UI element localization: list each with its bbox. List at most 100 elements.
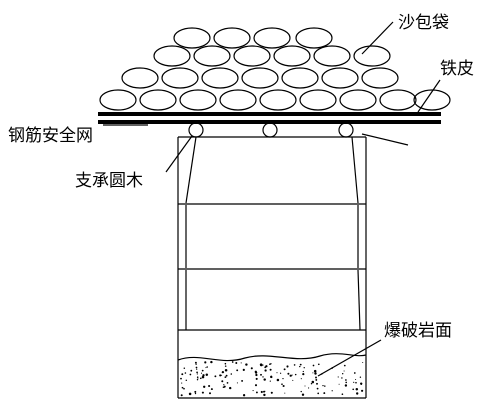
rock-speckle — [300, 390, 302, 393]
label-blasting-rock-face: 爆破岩面 — [384, 321, 452, 341]
rock-speckle — [219, 374, 222, 377]
rock-speckle — [229, 386, 232, 390]
rock-speckle — [188, 392, 192, 396]
rock-speckle — [263, 393, 266, 397]
label-steel-mesh: 钢筋安全网 — [8, 126, 93, 146]
rock-speckle — [196, 368, 198, 370]
sandbag — [213, 27, 251, 49]
rock-speckle — [194, 390, 197, 393]
rock-speckle — [221, 380, 224, 383]
rock-speckle — [282, 377, 284, 380]
rock-speckle — [341, 393, 344, 396]
rock-speckle — [312, 364, 315, 367]
steel-safety-mesh — [98, 120, 441, 124]
rock-speckle — [262, 376, 264, 378]
sandbag — [253, 27, 291, 49]
rock-speckle — [310, 382, 313, 385]
rock-speckle — [225, 374, 228, 377]
rock-speckle — [269, 380, 271, 382]
rock-speckle — [183, 387, 185, 390]
rock-speckle — [302, 373, 305, 376]
rock-speckle — [190, 369, 193, 372]
rock-speckle — [205, 373, 209, 377]
rock-speckle — [359, 376, 362, 378]
sandbag-pile — [99, 27, 451, 111]
rock-speckle — [269, 363, 271, 365]
rock-speckle — [224, 368, 228, 372]
rock-speckle — [185, 379, 188, 382]
rock-speckle — [197, 378, 199, 380]
rock-speckle — [208, 384, 211, 388]
rock-speckle — [259, 363, 263, 366]
rock-speckle — [360, 383, 362, 386]
rock-speckle — [236, 369, 239, 372]
sandbag — [353, 45, 391, 67]
rock-speckle — [180, 394, 183, 397]
sandbag — [121, 67, 159, 89]
rock-speckle — [221, 374, 223, 376]
rock-speckle — [299, 365, 301, 368]
rock-speckle — [196, 376, 199, 379]
rock-speckle — [270, 391, 273, 394]
rock-speckle — [303, 367, 305, 369]
rock-speckle — [338, 383, 340, 385]
rock-speckle — [362, 361, 364, 364]
rock-speckle — [250, 367, 253, 370]
rock-speckle — [230, 373, 233, 375]
rock-speckle — [264, 369, 267, 372]
rock-speckle — [341, 377, 343, 379]
rock-speckle — [315, 376, 317, 379]
rock-speckle — [201, 391, 204, 394]
rock-speckle — [353, 372, 356, 374]
rock-speckle — [308, 387, 310, 389]
rock-speckle — [355, 387, 359, 391]
rock-speckle — [206, 366, 208, 368]
rock-speckle — [316, 387, 319, 390]
rock-speckle — [322, 384, 324, 387]
rock-speckle — [224, 362, 227, 365]
rock-speckle — [181, 386, 184, 389]
sandbag — [241, 67, 279, 89]
rock-speckle — [184, 372, 187, 374]
rock-speckle — [194, 361, 197, 364]
rock-speckle — [224, 365, 227, 367]
rock-speckle — [255, 377, 258, 380]
rock-speckle — [345, 381, 348, 384]
rock-speckle — [356, 392, 359, 395]
sandbag — [173, 27, 211, 49]
frame-right-slant-3 — [357, 269, 361, 331]
rock-speckles — [180, 360, 364, 397]
blasting-rock-surface — [177, 353, 367, 362]
rock-speckle — [331, 390, 333, 392]
rock-speckle — [276, 378, 280, 382]
rock-speckle — [231, 361, 234, 363]
leader-support-log — [165, 135, 193, 173]
sandbag — [339, 89, 377, 111]
rock-speckle — [214, 375, 217, 378]
rock-speckle — [196, 373, 198, 375]
leader-rock-face — [317, 339, 382, 377]
rock-speckle — [316, 382, 318, 385]
rock-speckle — [291, 374, 293, 376]
rock-speckle — [353, 381, 355, 383]
rock-speckle — [313, 369, 317, 373]
rock-speckle — [240, 362, 242, 364]
frame-right-slant-1 — [351, 136, 359, 204]
rock-speckle — [195, 366, 198, 369]
rock-speckle — [254, 371, 258, 374]
sandbag — [379, 89, 417, 111]
rock-speckle — [315, 378, 318, 381]
rock-speckle — [314, 372, 317, 375]
leader-mesh-right — [361, 133, 409, 146]
rock-speckle — [343, 370, 345, 372]
rock-speckle — [245, 363, 248, 366]
rock-speckle — [255, 373, 258, 377]
rock-speckle — [311, 380, 315, 384]
sandbag — [295, 27, 333, 49]
sandbag — [321, 67, 359, 89]
rock-speckle — [199, 377, 202, 380]
rock-speckle — [302, 370, 304, 373]
support-log-middle — [262, 122, 278, 138]
rock-speckle — [264, 366, 267, 369]
rock-speckle — [301, 393, 305, 396]
